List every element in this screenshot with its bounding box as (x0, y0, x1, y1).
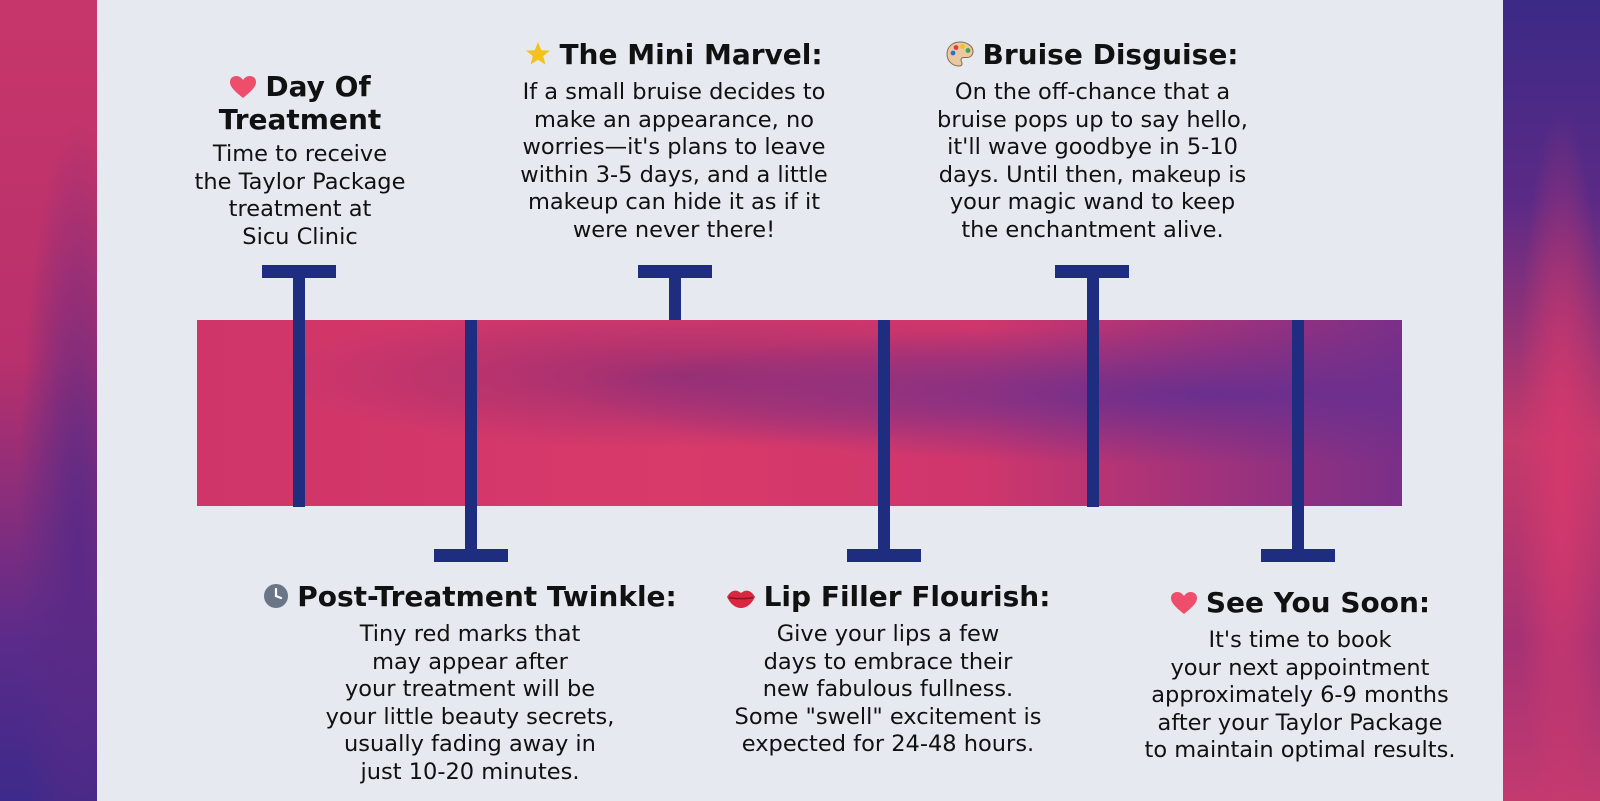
timeline-band (197, 320, 1402, 506)
right-gradient-border (1503, 0, 1600, 801)
milestone-title: Lip Filler Flourish: (700, 582, 1076, 615)
heart-icon (1170, 591, 1198, 621)
milestone-title: Day Of Treatment (218, 70, 382, 136)
milestone-body: Give your lips a few days to embrace the… (734, 621, 1042, 757)
marker-stem-post-treatment (465, 320, 477, 552)
milestone-lip-filler-flourish: Lip Filler Flourish: Give your lips a fe… (700, 582, 1076, 759)
marker-stem-mini-marvel (669, 265, 681, 320)
milestone-title: Post-Treatment Twinkle: (255, 582, 685, 615)
milestone-body: If a small bruise decides to make an app… (520, 79, 828, 243)
milestone-title: Bruise Disguise: (895, 40, 1290, 73)
milestone-day-of-treatment: Day Of Treatment Time to receive the Tay… (175, 72, 425, 251)
milestone-body: Tiny red marks that may appear after you… (325, 621, 615, 785)
milestone-body: Time to receive the Taylor Package treat… (194, 141, 406, 250)
marker-stem-bruise-disguise (1087, 265, 1099, 507)
milestone-title: The Mini Marvel: (482, 40, 866, 73)
left-gradient-border (0, 0, 97, 801)
marker-stem-see-you-soon (1292, 320, 1304, 552)
marker-cap-post-treatment (434, 549, 508, 562)
star-icon (525, 41, 551, 73)
marker-stem-lip-filler (878, 320, 890, 552)
milestone-body: On the off-chance that a bruise pops up … (937, 79, 1248, 243)
marker-cap-see-you-soon (1261, 549, 1335, 562)
marker-stem-day-of-treatment (293, 265, 305, 507)
milestone-see-you-soon: See You Soon: It's time to book your nex… (1120, 588, 1480, 765)
clock-icon (263, 583, 289, 615)
lips-icon (726, 585, 756, 615)
milestone-body: It's time to book your next appointment … (1144, 627, 1456, 763)
milestone-mini-marvel: The Mini Marvel: If a small bruise decid… (482, 40, 866, 244)
milestone-post-treatment-twinkle: Post-Treatment Twinkle: Tiny red marks t… (255, 582, 685, 786)
marker-cap-lip-filler (847, 549, 921, 562)
palette-icon (946, 41, 974, 73)
heart-icon (229, 75, 257, 105)
milestone-title: See You Soon: (1120, 588, 1480, 621)
milestone-bruise-disguise: Bruise Disguise: On the off-chance that … (895, 40, 1290, 244)
